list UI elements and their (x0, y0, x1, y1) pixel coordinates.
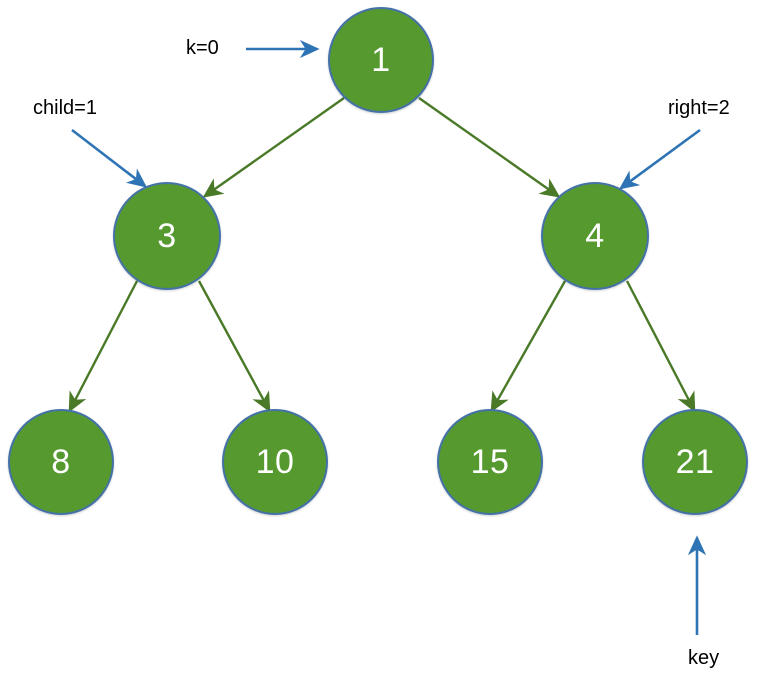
annotation-arrow-a-right (618, 128, 701, 190)
tree-node-label: 4 (585, 217, 605, 255)
tree-node-label: 1 (371, 41, 391, 79)
annotation-label-a-child: child=1 (33, 97, 97, 119)
tree-node-4[interactable]: 4 (541, 182, 649, 290)
annotation-label-a-k: k=0 (186, 37, 219, 59)
tree-edge-n4-to-n15 (490, 280, 567, 413)
tree-node-8[interactable]: 8 (8, 409, 114, 515)
tree-node-21[interactable]: 21 (642, 409, 748, 515)
annotation-arrows (71, 39, 707, 635)
tree-node-10[interactable]: 10 (222, 409, 328, 515)
tree-edge-n3-to-n10 (197, 280, 271, 413)
tree-node-label: 3 (157, 217, 177, 255)
tree-node-label: 15 (470, 443, 510, 481)
tree-edge-n1-to-n3 (202, 97, 345, 198)
tree-node-label: 21 (675, 443, 715, 481)
annotation-label-a-right: right=2 (668, 97, 730, 119)
tree-edge-n1-to-n4 (418, 97, 561, 198)
tree-node-3[interactable]: 3 (113, 182, 221, 290)
tree-edge-n4-to-n21 (625, 280, 696, 413)
tree-node-label: 8 (51, 443, 71, 481)
tree-node-15[interactable]: 15 (437, 409, 543, 515)
tree-edges (68, 97, 696, 413)
tree-node-label: 10 (255, 443, 295, 481)
tree-edge-n3-to-n8 (68, 280, 139, 413)
annotation-label-a-key: key (688, 647, 720, 669)
annotation-arrow-a-child (71, 128, 148, 188)
tree-node-1[interactable]: 1 (328, 7, 434, 113)
